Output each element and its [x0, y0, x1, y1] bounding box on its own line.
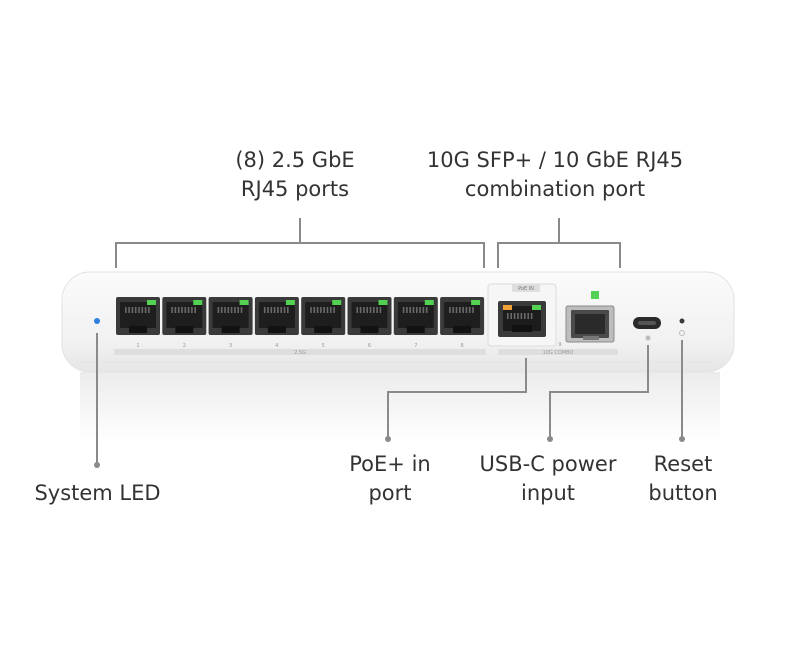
port-number-3: 3 — [229, 343, 232, 349]
system-led-dot — [94, 462, 100, 468]
port-link-led — [147, 300, 156, 305]
usbc-leader — [549, 345, 649, 438]
port-link-led — [471, 300, 481, 305]
port-link-led — [378, 300, 388, 305]
system-led — [94, 318, 100, 324]
combo-callout-line1: 10G SFP+ / 10 GbE RJ45 — [426, 148, 684, 172]
poe-leader — [387, 358, 527, 438]
combo-strip — [498, 349, 618, 355]
poe-tag-bg — [512, 284, 540, 292]
group-label: 2.5G — [294, 350, 306, 356]
port-link-led — [193, 300, 203, 305]
port-number-8: 8 — [461, 343, 464, 349]
combo-number: 9 — [558, 342, 561, 348]
rj45-port-7[interactable] — [393, 297, 438, 335]
rj45-port-5[interactable] — [301, 297, 346, 335]
port-number-7: 7 — [414, 343, 417, 349]
reset-callout-line1: Reset — [653, 452, 713, 476]
poe-in-port[interactable] — [498, 301, 546, 337]
system-led-callout: System LED — [20, 479, 175, 508]
rj45-port-group — [116, 297, 485, 335]
sfp-link-led — [591, 291, 599, 299]
port-link-led — [424, 300, 434, 305]
reset-dot — [679, 436, 685, 442]
usbc-callout-line1: USB-C power — [479, 452, 617, 476]
poe-callout: PoE+ in port — [325, 450, 455, 508]
ports-callout: (8) 2.5 GbE RJ45 ports — [200, 146, 390, 204]
rj45-port-3[interactable] — [208, 297, 253, 335]
port-link-led — [332, 300, 342, 305]
combo-callout-line2: combination port — [464, 177, 646, 201]
ports-callout-line1: (8) 2.5 GbE — [235, 148, 355, 172]
poe-link-led — [532, 305, 541, 310]
rj45-port-8[interactable] — [440, 297, 485, 335]
poe-status-led — [503, 305, 512, 310]
usbc-callout: USB-C power input — [463, 450, 633, 508]
port-number-5: 5 — [322, 343, 325, 349]
reset-callout-line2: button — [648, 481, 718, 505]
port-numbers: 1 2 3 4 5 6 7 8 — [136, 343, 463, 349]
poe-callout-line1: PoE+ in — [349, 452, 431, 476]
usb-c-port[interactable] — [633, 317, 661, 329]
device-reflection — [80, 372, 720, 442]
reset-callout: Reset button — [630, 450, 736, 508]
poe-dot — [385, 436, 391, 442]
combo-label: 10G COMBO — [543, 350, 574, 356]
poe-tag: PoE IN — [518, 286, 534, 292]
reset-button[interactable] — [679, 318, 685, 324]
rj45-port-2[interactable] — [162, 297, 207, 335]
ports-callout-line2: RJ45 ports — [240, 177, 350, 201]
system-led-callout-line1: System LED — [34, 481, 161, 505]
port-link-led — [239, 300, 249, 305]
rj45-port-4[interactable] — [254, 297, 299, 335]
port-link-led — [285, 300, 295, 305]
port-group-strip — [114, 349, 486, 355]
combo-callout: 10G SFP+ / 10 GbE RJ45 combination port — [405, 146, 705, 204]
poe-callout-line2: port — [368, 481, 412, 505]
reset-hint-icon — [679, 330, 685, 336]
rj45-port-1[interactable] — [116, 297, 160, 335]
port-number-6: 6 — [368, 343, 371, 349]
usbc-callout-line2: input — [520, 481, 576, 505]
usb-c-indicator — [645, 335, 651, 341]
rj45-port-6[interactable] — [347, 297, 392, 335]
port-number-2: 2 — [183, 343, 186, 349]
port-number-1: 1 — [136, 343, 139, 349]
combo-bracket — [497, 242, 621, 268]
usbc-dot — [547, 436, 553, 442]
ports-bracket — [115, 242, 485, 268]
leader-lines — [96, 218, 683, 464]
sfp-plus-port[interactable] — [565, 305, 615, 343]
port-number-4: 4 — [275, 343, 278, 349]
leader-dots — [94, 436, 685, 468]
